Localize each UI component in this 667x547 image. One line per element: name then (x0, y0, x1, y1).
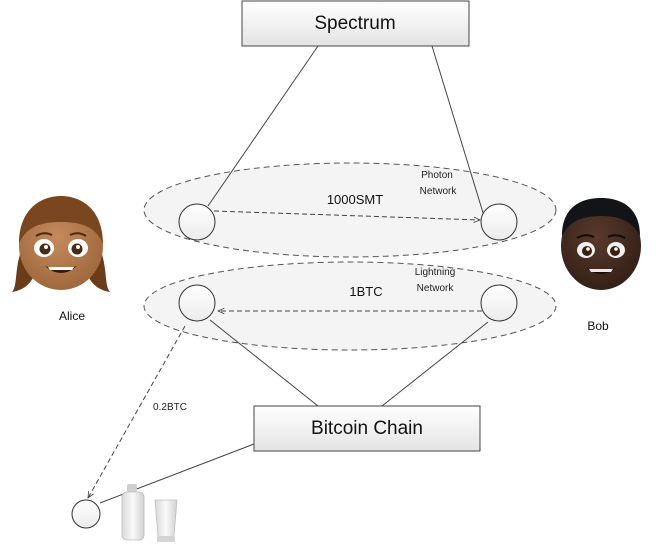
photon-network-ellipse (143, 162, 557, 258)
spectrum-box: Spectrum (241, 0, 470, 47)
spectrum-to-alice-photon-line (207, 45, 319, 207)
photon-transfer-amount: 1000SMT (327, 192, 383, 207)
bob-avatar-icon (561, 198, 641, 290)
bitcoin-chain-box: Bitcoin Chain (253, 405, 481, 452)
withdrawal-amount: 0.2BTC (153, 402, 187, 413)
alice-lightning-node (178, 284, 216, 322)
wallet-bottle-tall-icon (121, 484, 145, 541)
photon-transfer-arrow (213, 210, 480, 220)
spectrum-label: Spectrum (314, 13, 395, 34)
withdrawal-arrow (88, 325, 186, 498)
photon-network-label-line2: Network (420, 186, 458, 197)
alice-name: Alice (59, 309, 85, 323)
alice-avatar-icon (12, 196, 110, 292)
lightning-network-label-line2: Network (417, 283, 455, 294)
alice-lightning-to-bitcoin-line (209, 319, 319, 407)
bob-lightning-node (480, 284, 518, 322)
bitcoin-chain-label: Bitcoin Chain (311, 418, 423, 439)
lightning-network-label-line1: Lightning (415, 267, 456, 278)
bob-lightning-to-bitcoin-line (381, 321, 489, 407)
wallet-bottle-short-icon (154, 499, 178, 542)
alice-photon-node (178, 203, 216, 241)
lightning-network-ellipse (143, 261, 557, 351)
wallet-node (71, 499, 101, 529)
spectrum-to-bob-photon-line (431, 45, 485, 217)
bob-name: Bob (587, 319, 609, 333)
bob-photon-node (480, 203, 518, 241)
lightning-transfer-amount: 1BTC (349, 284, 382, 299)
photon-network-label-line1: Photon (421, 170, 453, 181)
